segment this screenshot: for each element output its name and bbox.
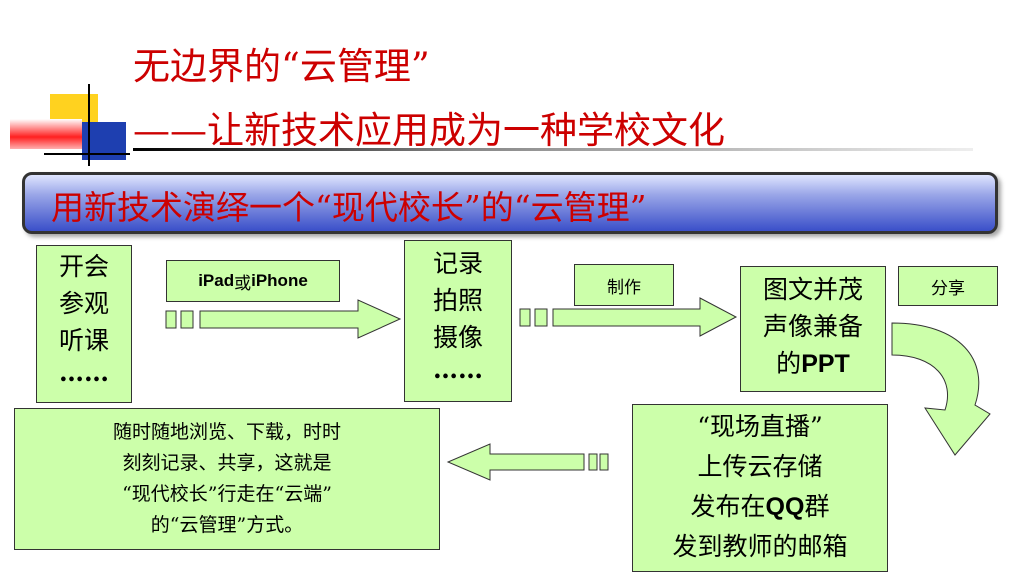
summary-box: 随时随地浏览、下载，时时 刻刻记录、共享，这就是 “现代校长”行走在“云端” 的… (14, 408, 440, 550)
box2-line: …… (433, 355, 483, 384)
box2-line: 记录 (432, 249, 483, 278)
curved-arrow-icon (891, 322, 991, 456)
make-label: 制作 (574, 264, 674, 306)
box1-line: 开会 (58, 252, 109, 281)
share-label: 分享 (898, 266, 998, 306)
box4-line: “现场直播” (697, 412, 823, 441)
step-share-box: “现场直播” 上传云存储 发布在QQ群 发到教师的邮箱 (632, 404, 888, 572)
step-ppt-box: 图文并茂 声像兼备 的PPT (740, 266, 886, 392)
box4-line: 发到教师的邮箱 (672, 532, 848, 561)
summary-line: “现代校长”行走在“云端” (122, 483, 332, 505)
box4-line: 上传云存储 (697, 452, 823, 481)
device-a: iPad (198, 271, 235, 290)
right-arrow-icon (165, 299, 402, 339)
box3-line: 图文并茂 (762, 275, 863, 304)
summary-line: 刻刻记录、共享，这就是 (122, 452, 332, 474)
box3-ppt: PPT (801, 350, 850, 378)
box3-prefix: 的 (776, 349, 802, 378)
box4-line: 发布在QQ群 (633, 487, 887, 527)
box2-line: 拍照 (432, 286, 483, 315)
box1-line: 参观 (58, 289, 109, 318)
box3-line: 的PPT (741, 345, 885, 383)
left-arrow-icon (446, 443, 609, 481)
right-arrow-icon (519, 297, 738, 337)
device-b: iPhone (251, 271, 308, 290)
box1-line: …… (59, 358, 109, 387)
step-record-box: 记录 拍照 摄像 …… (404, 240, 512, 402)
slide-title-line1: 无边界的“云管理” (133, 45, 430, 88)
box4-prefix: 发布在 (690, 492, 766, 521)
box3-line: 声像兼备 (762, 312, 863, 341)
box4-qq: QQ (765, 493, 805, 521)
box4-suffix: 群 (804, 492, 830, 521)
step-meeting-box: 开会 参观 听课 …… (36, 245, 132, 403)
box1-line: 听课 (58, 326, 109, 355)
box2-line: 摄像 (432, 323, 483, 352)
slide-title-line2: ——让新技术应用成为一种学校文化 (133, 109, 725, 152)
device-or: 或 (234, 273, 252, 294)
summary-line: 随时随地浏览、下载，时时 (112, 421, 341, 443)
banner-text: 用新技术演绎一个“现代校长”的“云管理” (51, 188, 647, 227)
banner: 用新技术演绎一个“现代校长”的“云管理” (22, 172, 998, 234)
summary-line: 的“云管理”方式。 (150, 514, 304, 536)
